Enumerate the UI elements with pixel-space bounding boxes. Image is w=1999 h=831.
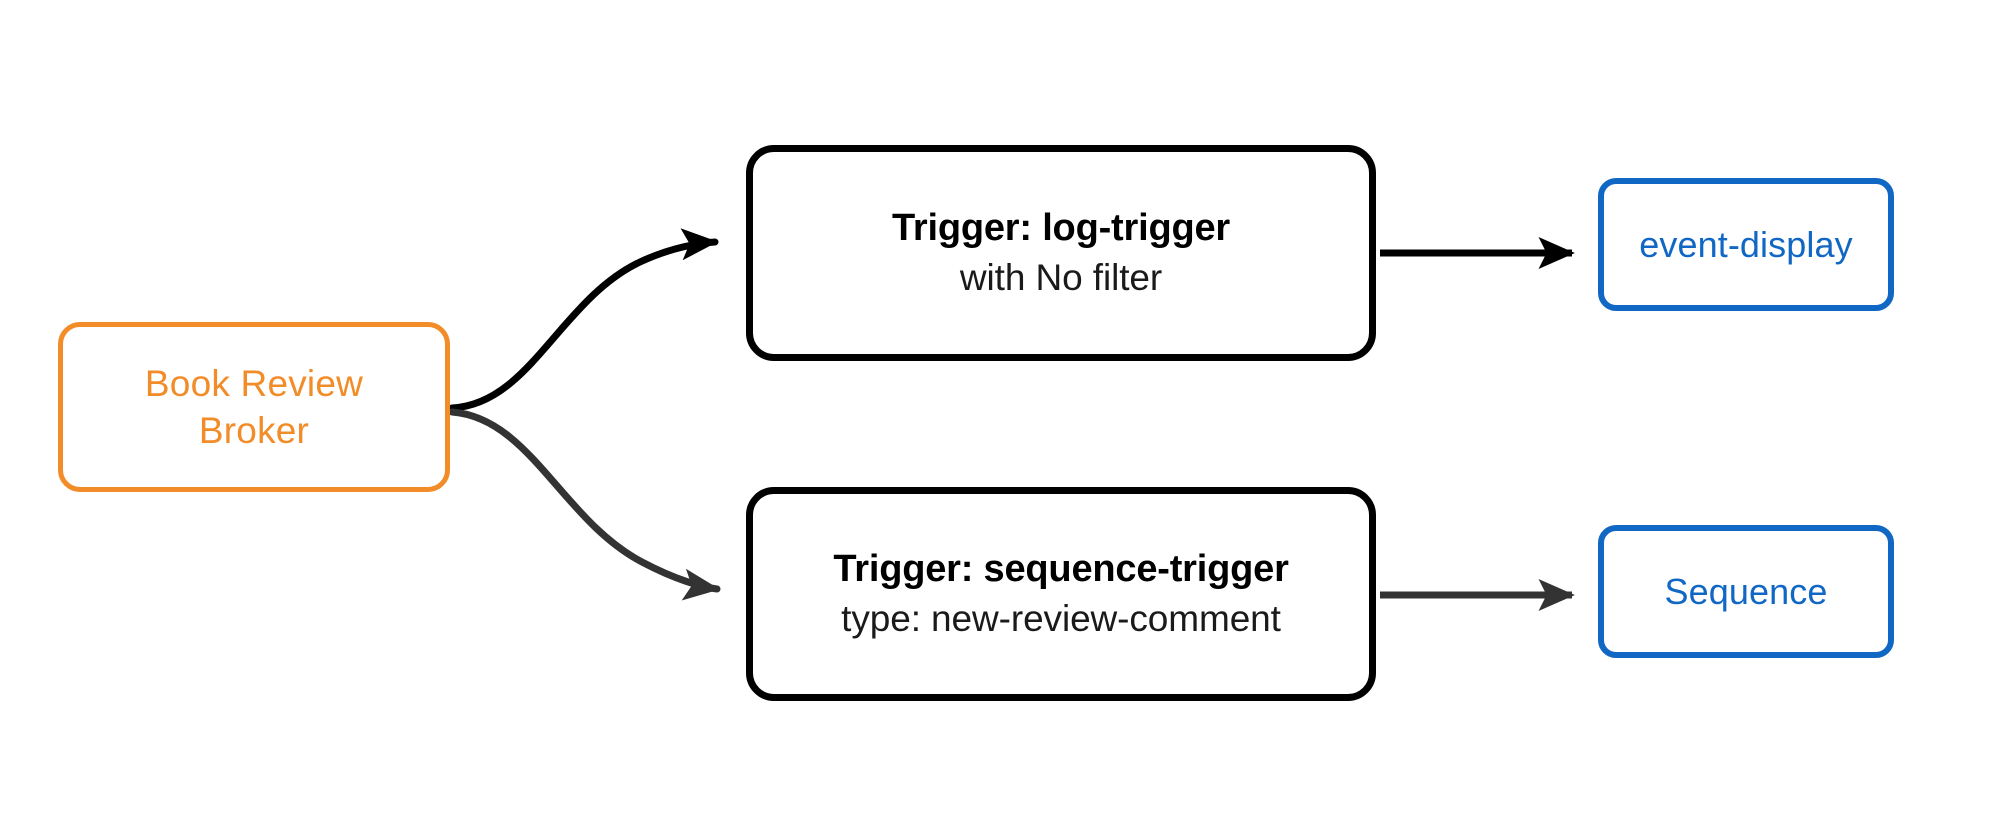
node-log-trigger-title: Trigger: log-trigger	[891, 206, 1230, 249]
node-sequence-sink[interactable]: Sequence	[1598, 525, 1894, 658]
edge-broker-to-sequence-trigger	[448, 408, 721, 601]
node-broker-label-line1: Book Review	[144, 362, 364, 404]
node-event-display-label: event-display	[1639, 223, 1853, 265]
node-log-trigger-subtitle: with No filter	[959, 257, 1163, 299]
node-sequence-trigger-title: Trigger: sequence-trigger	[833, 547, 1289, 590]
edge-broker-to-log-trigger	[448, 228, 719, 412]
node-broker-label-line2: Broker	[198, 410, 310, 451]
node-sequence-sink-label: Sequence	[1664, 570, 1828, 612]
node-book-review-broker[interactable]: Book Review Broker	[58, 322, 450, 492]
node-sequence-trigger[interactable]: Trigger: sequence-trigger type: new-revi…	[746, 487, 1376, 701]
node-sequence-trigger-subtitle: type: new-review-comment	[841, 598, 1281, 640]
node-log-trigger[interactable]: Trigger: log-trigger with No filter	[746, 145, 1376, 361]
node-event-display[interactable]: event-display	[1598, 178, 1894, 311]
